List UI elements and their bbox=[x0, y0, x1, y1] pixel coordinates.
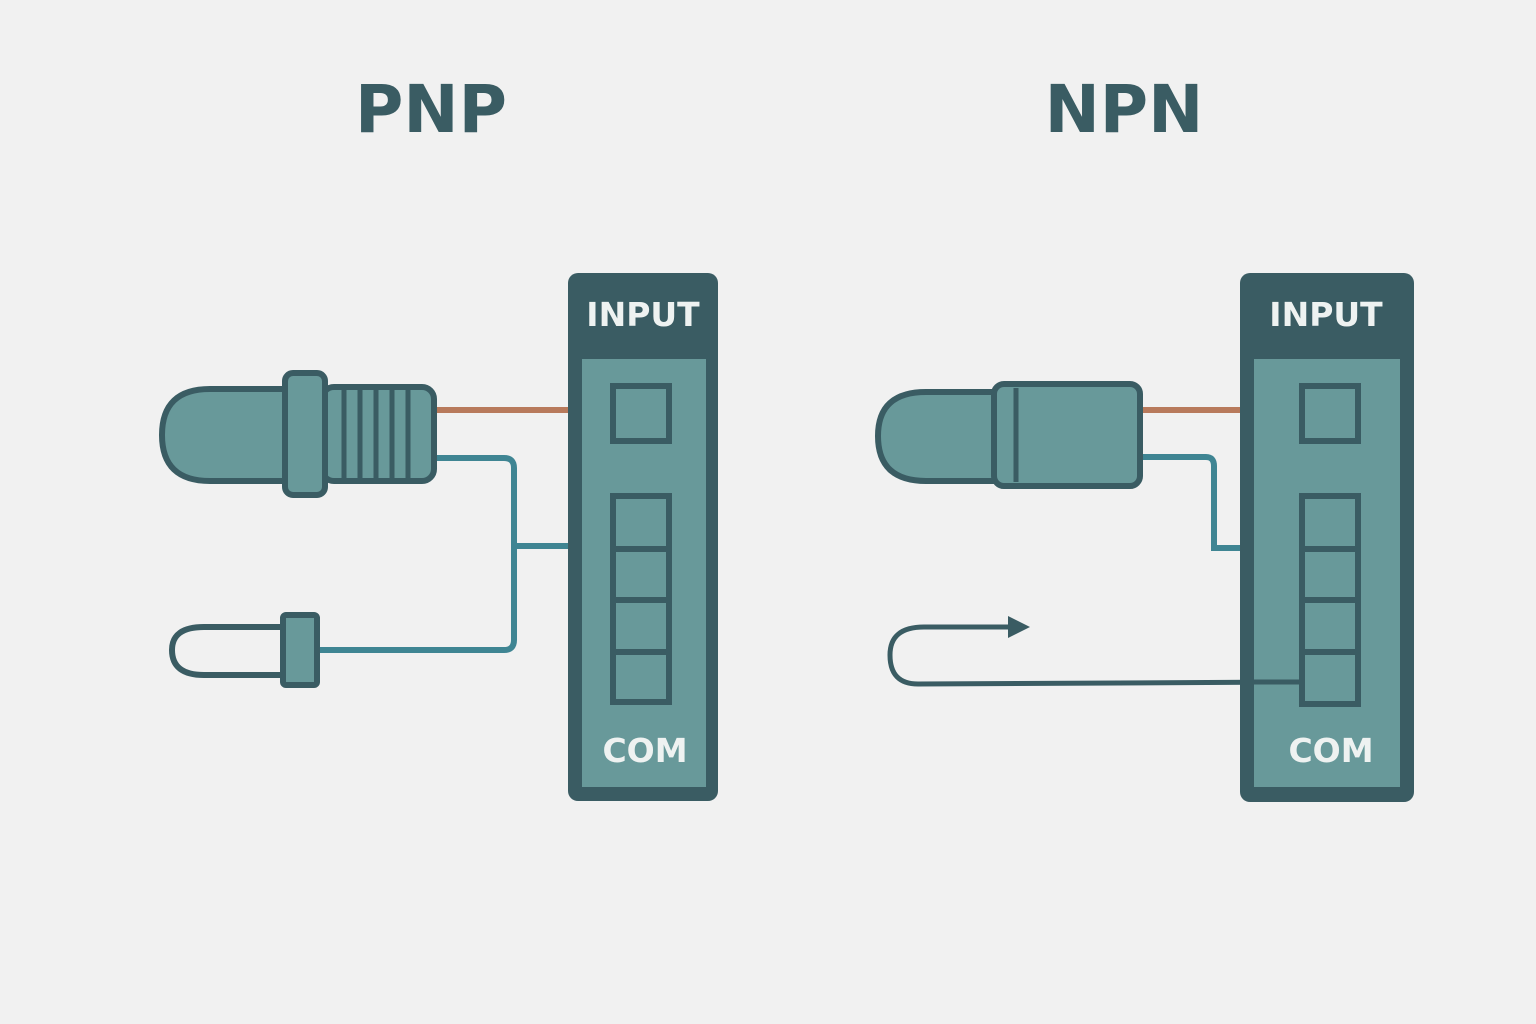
npn-panel: NPN INPUT COM bbox=[875, 71, 1414, 802]
pnp-com-label: COM bbox=[602, 731, 687, 770]
pnp-input-terminal bbox=[610, 383, 672, 444]
looped-arrow-icon bbox=[887, 616, 1303, 687]
pnp-title: PNP bbox=[355, 71, 507, 148]
npn-title: NPN bbox=[1045, 71, 1204, 148]
threaded-cylindrical-sensor-icon bbox=[159, 370, 437, 498]
npn-com-label: COM bbox=[1288, 731, 1373, 770]
npn-input-module: INPUT COM bbox=[1240, 273, 1414, 802]
npn-input-terminal bbox=[1299, 383, 1361, 444]
pin-connector-icon bbox=[169, 612, 320, 688]
npn-input-label: INPUT bbox=[1269, 295, 1383, 334]
pnp-input-module: INPUT COM bbox=[568, 273, 718, 801]
pnp-panel: PNP INPUT bbox=[159, 71, 718, 801]
pnp-common-wire bbox=[318, 455, 517, 653]
npn-common-wire bbox=[1140, 454, 1302, 551]
pnp-input-label: INPUT bbox=[586, 295, 700, 334]
smooth-cylindrical-sensor-icon bbox=[875, 381, 1143, 489]
